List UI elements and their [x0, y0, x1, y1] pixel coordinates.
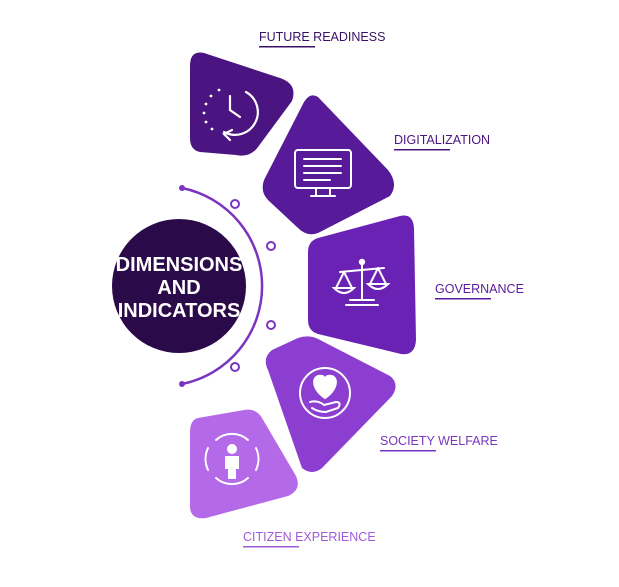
label-governance: GOVERNANCE	[435, 282, 524, 300]
center-badge: DIMENSIONS AND INDICATORS	[112, 219, 246, 353]
monitor-icon	[294, 149, 352, 197]
label-future-readiness: FUTURE READINESS	[259, 30, 385, 48]
center-line-2: AND	[157, 277, 200, 299]
svg-text:CITIZEN EXPERIENCE: CITIZEN EXPERIENCE	[243, 530, 376, 544]
heart-hand-icon	[299, 367, 351, 419]
person-target-icon	[204, 432, 260, 486]
scales-icon	[331, 258, 391, 306]
segment-citizen-experience[interactable]	[190, 409, 298, 519]
segment-digitalization[interactable]	[262, 95, 395, 235]
label-citizen-experience: CITIZEN EXPERIENCE	[243, 530, 376, 548]
arc-node	[266, 241, 276, 251]
clock-icon	[202, 88, 259, 142]
segment-future-readiness[interactable]	[190, 52, 294, 156]
label-digitalization: DIGITALIZATION	[394, 133, 490, 151]
svg-text:SOCIETY WELFARE: SOCIETY WELFARE	[380, 434, 498, 448]
center-line-1: DIMENSIONS	[116, 254, 243, 276]
arc-node	[230, 199, 240, 209]
center-line-3: INDICATORS	[118, 300, 241, 322]
svg-text:GOVERNANCE: GOVERNANCE	[435, 282, 524, 296]
arc-endpoint-top	[179, 185, 185, 191]
connector-arc	[181, 186, 264, 386]
segment-governance[interactable]	[308, 215, 416, 355]
label-society-welfare: SOCIETY WELFARE	[380, 434, 498, 452]
arc-endpoint-bottom	[179, 381, 185, 387]
arc-node	[266, 320, 276, 330]
segment-society-welfare[interactable]	[265, 336, 396, 472]
svg-text:DIGITALIZATION: DIGITALIZATION	[394, 133, 490, 147]
svg-text:FUTURE READINESS: FUTURE READINESS	[259, 30, 385, 44]
arc-node	[230, 362, 240, 372]
